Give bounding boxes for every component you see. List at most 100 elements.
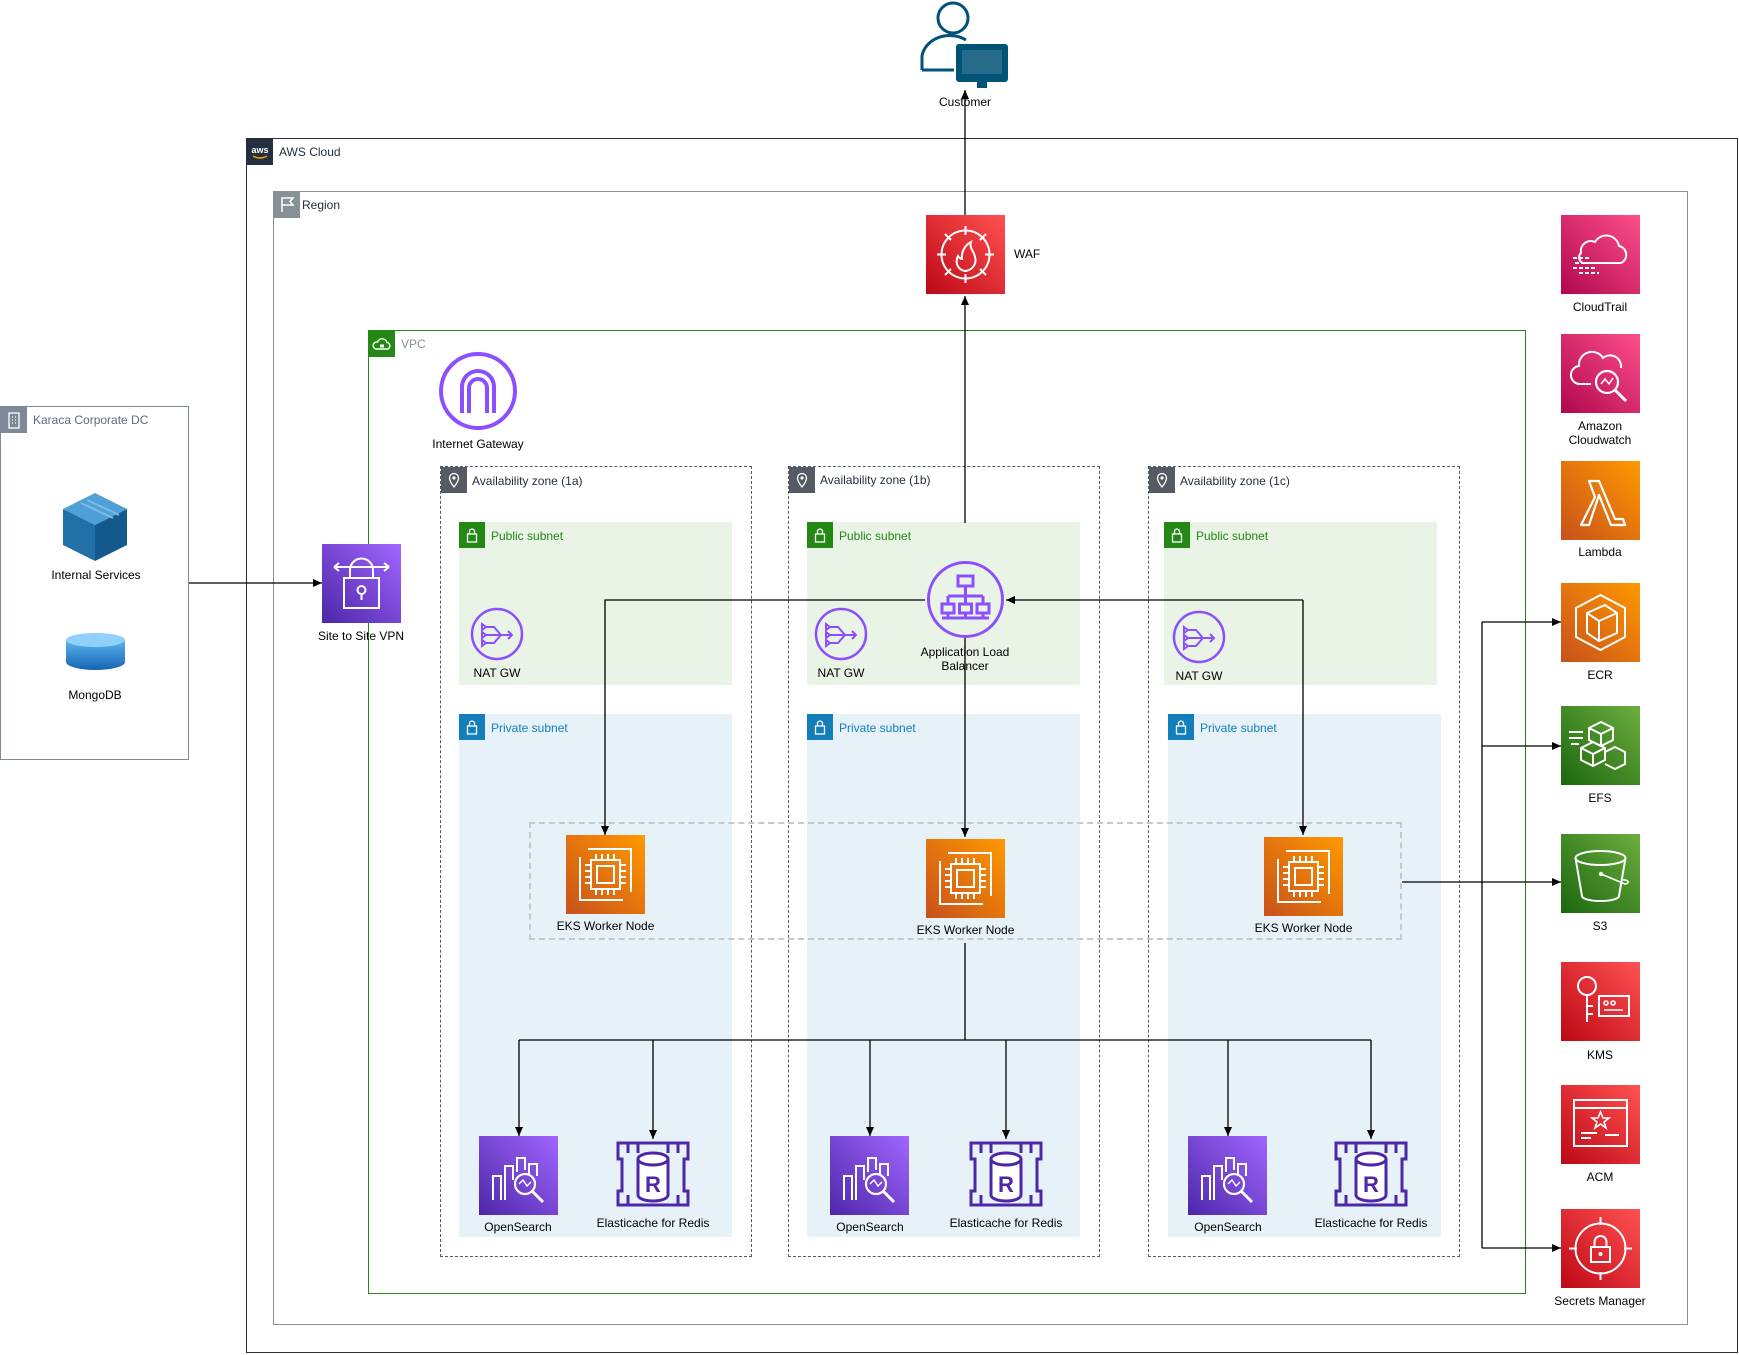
eks-worker-node-1c[interactable] xyxy=(1264,837,1343,916)
ecr-label: ECR xyxy=(1587,668,1613,682)
internet-gateway-icon xyxy=(439,352,517,430)
cloudtrail-label: CloudTrail xyxy=(1572,300,1628,314)
svg-text:R: R xyxy=(998,1172,1014,1197)
cloudtrail-node[interactable] xyxy=(1561,215,1640,294)
region-flag-icon xyxy=(274,192,300,218)
mongodb-node[interactable] xyxy=(65,632,126,672)
private-subnet-lock-icon xyxy=(1168,714,1194,740)
redis-1c[interactable]: R xyxy=(1332,1139,1410,1211)
internal-services-node[interactable] xyxy=(61,491,129,563)
kms-label: KMS xyxy=(1586,1048,1613,1062)
private-subnet-title: Private subnet xyxy=(839,721,916,735)
public-subnet-lock-icon xyxy=(459,522,485,548)
ec2-instance-icon xyxy=(1264,837,1343,916)
opensearch-1c[interactable] xyxy=(1188,1136,1267,1215)
zone-pin-icon xyxy=(789,467,815,493)
secrets-manager-node[interactable] xyxy=(1561,1209,1640,1288)
vpc-cloud-lock-icon xyxy=(369,331,395,357)
s3-label: S3 xyxy=(1592,919,1608,933)
nat-gateway-1b[interactable] xyxy=(814,607,868,661)
cloudwatch-node[interactable] xyxy=(1561,334,1640,413)
availability-zone-1b: Availability zone (1b) xyxy=(788,466,1100,1257)
corporate-dc-group: Karaca Corporate DC xyxy=(0,406,189,760)
s3-node[interactable] xyxy=(1561,834,1640,913)
public-subnet-title: Public subnet xyxy=(491,529,564,543)
nat-gateway-1a[interactable] xyxy=(470,607,524,661)
waf-node[interactable] xyxy=(926,215,1005,294)
public-subnet-lock-icon xyxy=(1164,522,1190,548)
corporate-dc-title: Karaca Corporate DC xyxy=(33,413,149,427)
private-subnet-title: Private subnet xyxy=(1200,721,1277,735)
nat-gateway-1c[interactable] xyxy=(1172,610,1226,664)
elasticache-redis-icon: R xyxy=(616,1141,690,1207)
availability-zone-1c: Availability zone (1c) xyxy=(1148,466,1460,1257)
ec2-instance-icon xyxy=(566,835,645,914)
cloudwatch-icon xyxy=(1561,334,1640,413)
zone-title: Availability zone (1a) xyxy=(472,474,583,488)
redis-label: Elasticache for Redis xyxy=(1314,1216,1428,1230)
public-subnet-1c: Public subnet xyxy=(1164,522,1437,685)
availability-zone-1a: Availability zone (1a) xyxy=(440,466,752,1257)
alb-node[interactable] xyxy=(926,560,1005,639)
private-subnet-lock-icon xyxy=(459,714,485,740)
mongodb-label: MongoDB xyxy=(68,688,122,702)
secrets-manager-icon xyxy=(1561,1209,1640,1288)
zone-pin-icon xyxy=(441,467,467,493)
acm-node[interactable] xyxy=(1561,1085,1640,1164)
vpc-group: VPC xyxy=(368,330,1526,1294)
cube-icon xyxy=(63,493,127,561)
opensearch-icon xyxy=(830,1136,909,1215)
lambda-node[interactable] xyxy=(1561,461,1640,540)
efs-node[interactable] xyxy=(1561,706,1640,785)
region-group: Region xyxy=(273,191,1688,1325)
vpc-title: VPC xyxy=(401,337,426,351)
ec2-instance-icon xyxy=(926,839,1005,918)
opensearch-1a[interactable] xyxy=(479,1136,558,1215)
cloudtrail-icon xyxy=(1561,215,1640,294)
nat-gateway-icon xyxy=(1172,610,1226,664)
kms-key-icon xyxy=(1561,962,1640,1041)
efs-label: EFS xyxy=(1588,791,1612,805)
private-subnet-lock-icon xyxy=(807,714,833,740)
aws-logo-icon: aws xyxy=(247,139,273,165)
private-subnet-title: Private subnet xyxy=(491,721,568,735)
nat-gateway-icon xyxy=(470,607,524,661)
svg-text:aws: aws xyxy=(251,145,268,155)
aws-cloud-title: AWS Cloud xyxy=(279,145,341,159)
customer-label: Customer xyxy=(938,95,991,109)
public-subnet-title: Public subnet xyxy=(839,529,912,543)
vpn-label: Site to Site VPN xyxy=(317,629,405,643)
redis-1a[interactable]: R xyxy=(614,1139,692,1211)
corporate-building-icon xyxy=(1,407,27,433)
database-icon xyxy=(66,633,125,670)
ecr-node[interactable] xyxy=(1561,583,1640,662)
eks-worker-node-1b[interactable] xyxy=(926,839,1005,918)
waf-icon xyxy=(926,215,1005,294)
lambda-icon xyxy=(1561,461,1640,540)
public-subnet-lock-icon xyxy=(807,522,833,548)
redis-label: Elasticache for Redis xyxy=(596,1216,710,1230)
opensearch-label: OpenSearch xyxy=(836,1220,904,1234)
svg-text:R: R xyxy=(1363,1172,1379,1197)
secrets-manager-label: Secrets Manager xyxy=(1554,1294,1646,1308)
elasticache-redis-icon: R xyxy=(1334,1141,1408,1207)
vpn-node[interactable] xyxy=(322,544,401,623)
internet-gateway-label: Internet Gateway xyxy=(432,437,524,451)
s3-bucket-icon xyxy=(1561,834,1640,913)
internal-services-label: Internal Services xyxy=(51,568,141,582)
opensearch-label: OpenSearch xyxy=(1194,1220,1262,1234)
opensearch-1b[interactable] xyxy=(830,1136,909,1215)
redis-1b[interactable]: R xyxy=(967,1139,1045,1211)
eks-worker-node-1a[interactable] xyxy=(566,835,645,914)
waf-label: WAF xyxy=(1014,247,1041,261)
alb-label: Application Load Balancer xyxy=(920,645,1010,673)
certificate-icon xyxy=(1561,1085,1640,1164)
customer-node[interactable] xyxy=(918,0,1012,90)
nat-label: NAT GW xyxy=(817,666,865,680)
internet-gateway-node[interactable] xyxy=(438,351,518,431)
nat-label: NAT GW xyxy=(1175,669,1223,683)
kms-node[interactable] xyxy=(1561,962,1640,1041)
nat-gateway-icon xyxy=(814,607,868,661)
lambda-label: Lambda xyxy=(1578,545,1622,559)
